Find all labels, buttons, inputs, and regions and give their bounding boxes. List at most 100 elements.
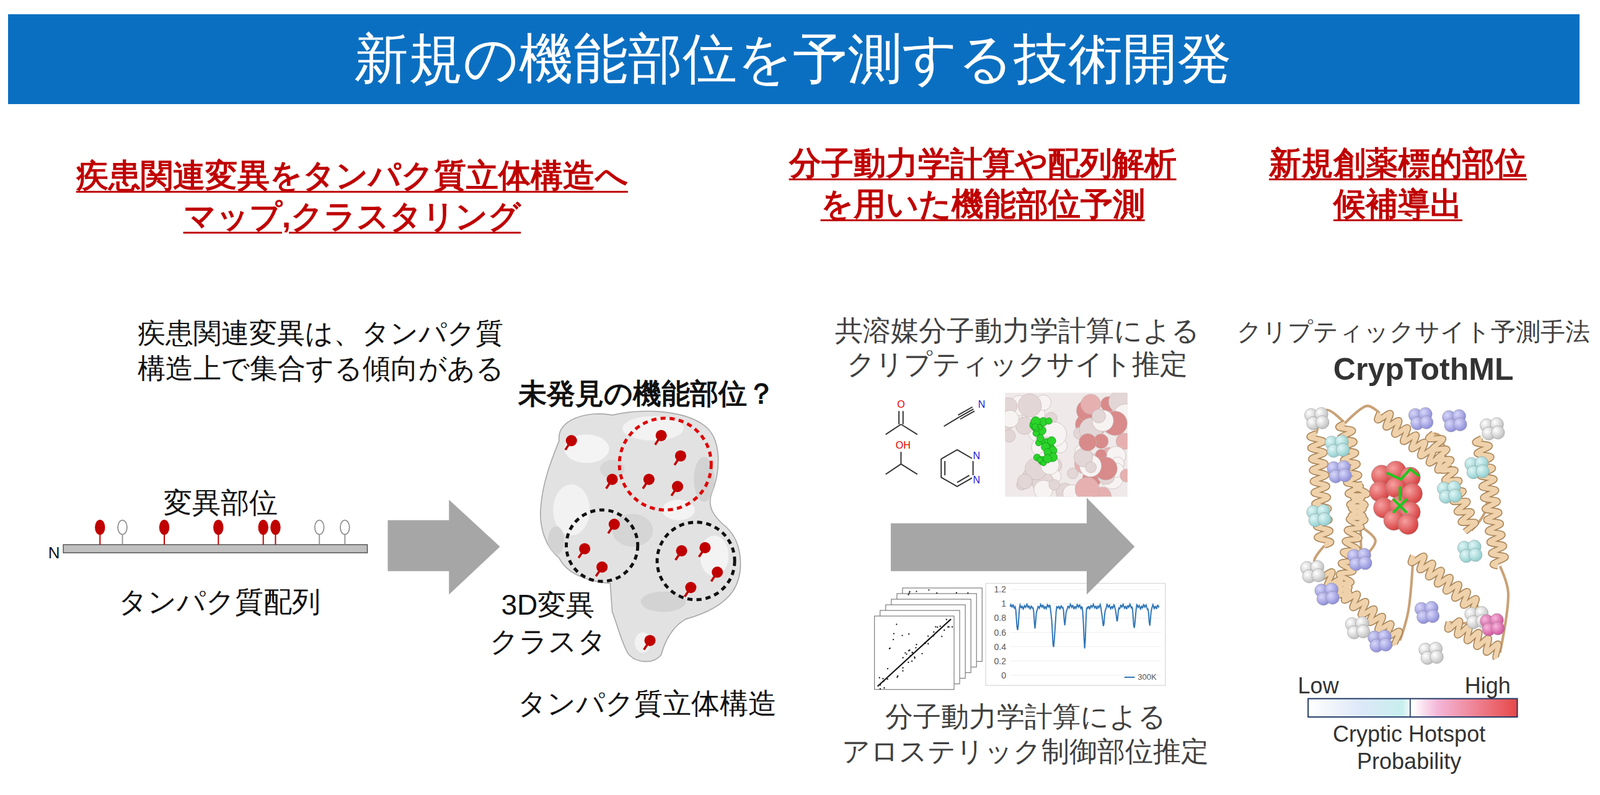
atom-sphere: [1356, 624, 1370, 638]
cosolvent-md-snapshot: [1004, 393, 1128, 498]
cosolvent-md-snapshot: [1036, 434, 1044, 442]
method-name: CrypTothML: [1333, 350, 1514, 389]
atom-sphere: [1476, 464, 1490, 478]
contact-maps: [888, 648, 891, 650]
atom-sphere: [1338, 468, 1352, 482]
text-run: マップ,クラスタリング: [183, 198, 521, 235]
contact-maps: [879, 684, 881, 686]
cosolvent-molecules: [944, 417, 960, 427]
mutation-pins: [608, 518, 620, 531]
mutation-lollipops: [344, 533, 346, 545]
cosolvent-md-snapshot: [1004, 393, 1128, 498]
contact-maps: [883, 687, 885, 689]
section-heading: 疾患関連変異をタンパク質立体構造へ マップ,クラスタリング: [76, 154, 628, 237]
text-run: を用いた機能部位予測: [820, 185, 1145, 222]
contact-maps: [908, 650, 910, 652]
contact-maps: [895, 623, 898, 625]
contact-maps: [896, 676, 898, 679]
axis-tick: 1: [1001, 599, 1007, 609]
cosolvent-md-snapshot: [1074, 477, 1100, 497]
axis-tick: 0.6: [993, 628, 1006, 638]
text-run: 3D変異: [500, 588, 595, 622]
contact-maps: [904, 652, 906, 654]
ligand-stick: [1401, 469, 1411, 480]
fluctuation-chart: [985, 583, 1166, 687]
contact-maps: [936, 592, 938, 594]
method-text: クリプティックサイト予測手法: [1236, 316, 1591, 347]
mutation-lollipops: [340, 520, 350, 535]
text-run: Cryptic: [1332, 721, 1403, 747]
scale-label: High: [1464, 672, 1511, 700]
contact-maps: [927, 635, 929, 637]
mutation-lollipops: [274, 533, 276, 545]
text-run: クラスタ: [489, 625, 607, 658]
flow-arrow: [890, 497, 1135, 595]
mutation-lollipops: [270, 520, 281, 535]
contact-maps: [928, 638, 930, 640]
contact-maps: [874, 616, 955, 690]
mutation-lollipops: [117, 520, 128, 535]
axis-tick: 1.2: [993, 585, 1006, 594]
contact-maps: [921, 653, 923, 655]
cosolvent-md-snapshot: [1067, 468, 1079, 479]
contact-maps: [892, 639, 894, 641]
cosolvent-molecules: [941, 450, 973, 487]
contact-maps: [911, 660, 913, 663]
helix-ribbon: [1428, 433, 1476, 533]
protein-surface: [640, 592, 686, 613]
section-heading: 新規創薬標的部位 候補導出: [1268, 142, 1527, 225]
title-bar: [8, 14, 1580, 105]
contact-maps: [879, 688, 881, 690]
cosolvent-md-snapshot: [1043, 454, 1052, 464]
method-text: 共溶媒分子動力学計算による クリプティックサイト推定: [835, 314, 1200, 382]
fluctuation-chart: [1124, 676, 1135, 679]
contact-maps: [874, 588, 983, 690]
protein-sequence: [63, 544, 368, 553]
cluster-circle: [566, 510, 638, 582]
note-text: 疾患関連変異は、タンパク質 構造上で集合する傾向がある: [137, 315, 504, 387]
contact-maps: [936, 626, 938, 628]
contact-maps: [901, 667, 904, 669]
mutation-pins: [596, 561, 608, 573]
protein-surface: [540, 411, 741, 663]
protein-surface: [612, 514, 654, 548]
contact-maps: [928, 589, 930, 591]
atom-sphere: [1468, 548, 1482, 562]
contact-maps: [945, 618, 948, 620]
contact-maps: [877, 619, 952, 687]
text-run: 疾患関連変異をタンパク質立体構造へ: [76, 157, 628, 194]
mutation-lollipops: [99, 533, 101, 545]
probability-scale: [1308, 699, 1517, 718]
contact-maps: [901, 657, 904, 659]
atom-label: O: [896, 399, 906, 410]
atom-sphere: [1491, 621, 1505, 635]
contact-maps: [915, 644, 917, 646]
contact-maps: [889, 647, 891, 650]
mutation-pins: [579, 543, 591, 555]
mutation-lollipops: [95, 520, 105, 535]
contact-maps: [915, 590, 917, 593]
cosolvent-molecules: [944, 461, 946, 476]
flow-arrow: [387, 500, 500, 596]
contact-maps: [941, 636, 943, 638]
text-run: 疾患関連変異は、タンパク質: [137, 317, 504, 350]
contact-maps: [934, 626, 937, 628]
contact-maps: [943, 629, 945, 632]
contact-maps: [907, 594, 909, 596]
cosolvent-md-snapshot: [1004, 429, 1016, 442]
contact-maps: [927, 643, 929, 645]
scale-title: Cryptic Hotspot Probability: [1278, 720, 1540, 775]
protein-surface: [564, 434, 609, 464]
atom-sphere: [1358, 556, 1372, 570]
mutation-pins: [685, 582, 697, 594]
fluctuation-chart: [1010, 646, 1162, 648]
part-label: 変異部位: [163, 486, 278, 521]
mutation-lollipops: [217, 533, 219, 545]
atom-sphere: [1325, 591, 1340, 605]
contact-maps: [901, 670, 904, 672]
text-run: Hotspot: [1408, 721, 1486, 747]
cluster-circle: [619, 418, 712, 511]
protein-sequence: [63, 544, 368, 553]
terminus-label: N: [48, 543, 61, 563]
